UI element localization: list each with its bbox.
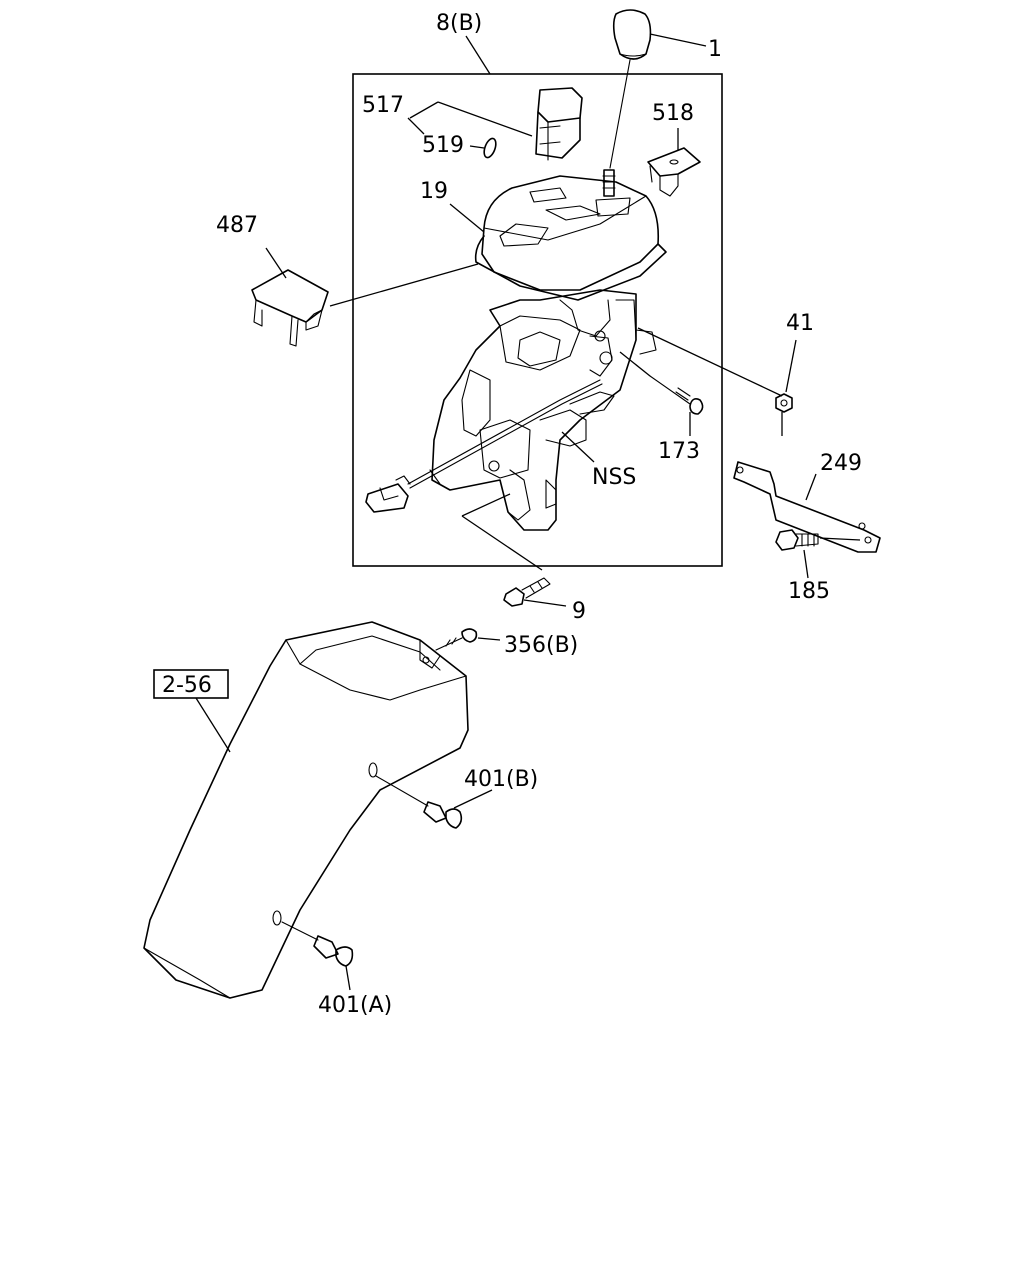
screw-356b-part (435, 628, 501, 651)
label-517: 517 (362, 93, 404, 118)
label-173: 173 (658, 439, 700, 464)
assembly-leader (465, 35, 491, 75)
label-2-56: 2-56 (162, 673, 212, 698)
nut-41-part (637, 327, 797, 436)
switch-517-part (407, 87, 583, 161)
shift-lever (602, 59, 631, 197)
label-8b: 8(B) (436, 11, 482, 36)
label-185: 185 (788, 579, 830, 604)
nss-leader (561, 431, 595, 463)
label-518: 518 (652, 101, 694, 126)
label-519: 519 (422, 133, 464, 158)
console-19-part (449, 175, 667, 301)
shifter-mechanism (429, 289, 657, 531)
screw-173-part (619, 351, 704, 436)
label-356b: 356(B) (504, 633, 578, 658)
clip-401b-part (375, 775, 493, 829)
label-41: 41 (786, 311, 814, 336)
clip-401a-part (281, 921, 354, 991)
o-ring-519 (469, 137, 497, 159)
label-401a: 401(A) (318, 993, 392, 1018)
label-nss: NSS (592, 465, 636, 490)
reference-box (153, 669, 231, 753)
label-19: 19 (420, 179, 448, 204)
label-249: 249 (820, 451, 862, 476)
assembly-frame (352, 73, 723, 567)
label-401b: 401(B) (464, 767, 538, 792)
wire-harness (365, 379, 603, 513)
label-1: 1 (708, 37, 722, 62)
cap-487-part (251, 247, 479, 347)
lower-console-shroud (143, 621, 469, 999)
shift-knob-part (612, 9, 707, 60)
label-487: 487 (216, 213, 258, 238)
bolt-185-part (775, 529, 861, 579)
bracket-249-part (733, 461, 881, 553)
bolt-9-part (461, 493, 567, 607)
label-9: 9 (572, 599, 586, 624)
cover-518-part (647, 128, 701, 197)
